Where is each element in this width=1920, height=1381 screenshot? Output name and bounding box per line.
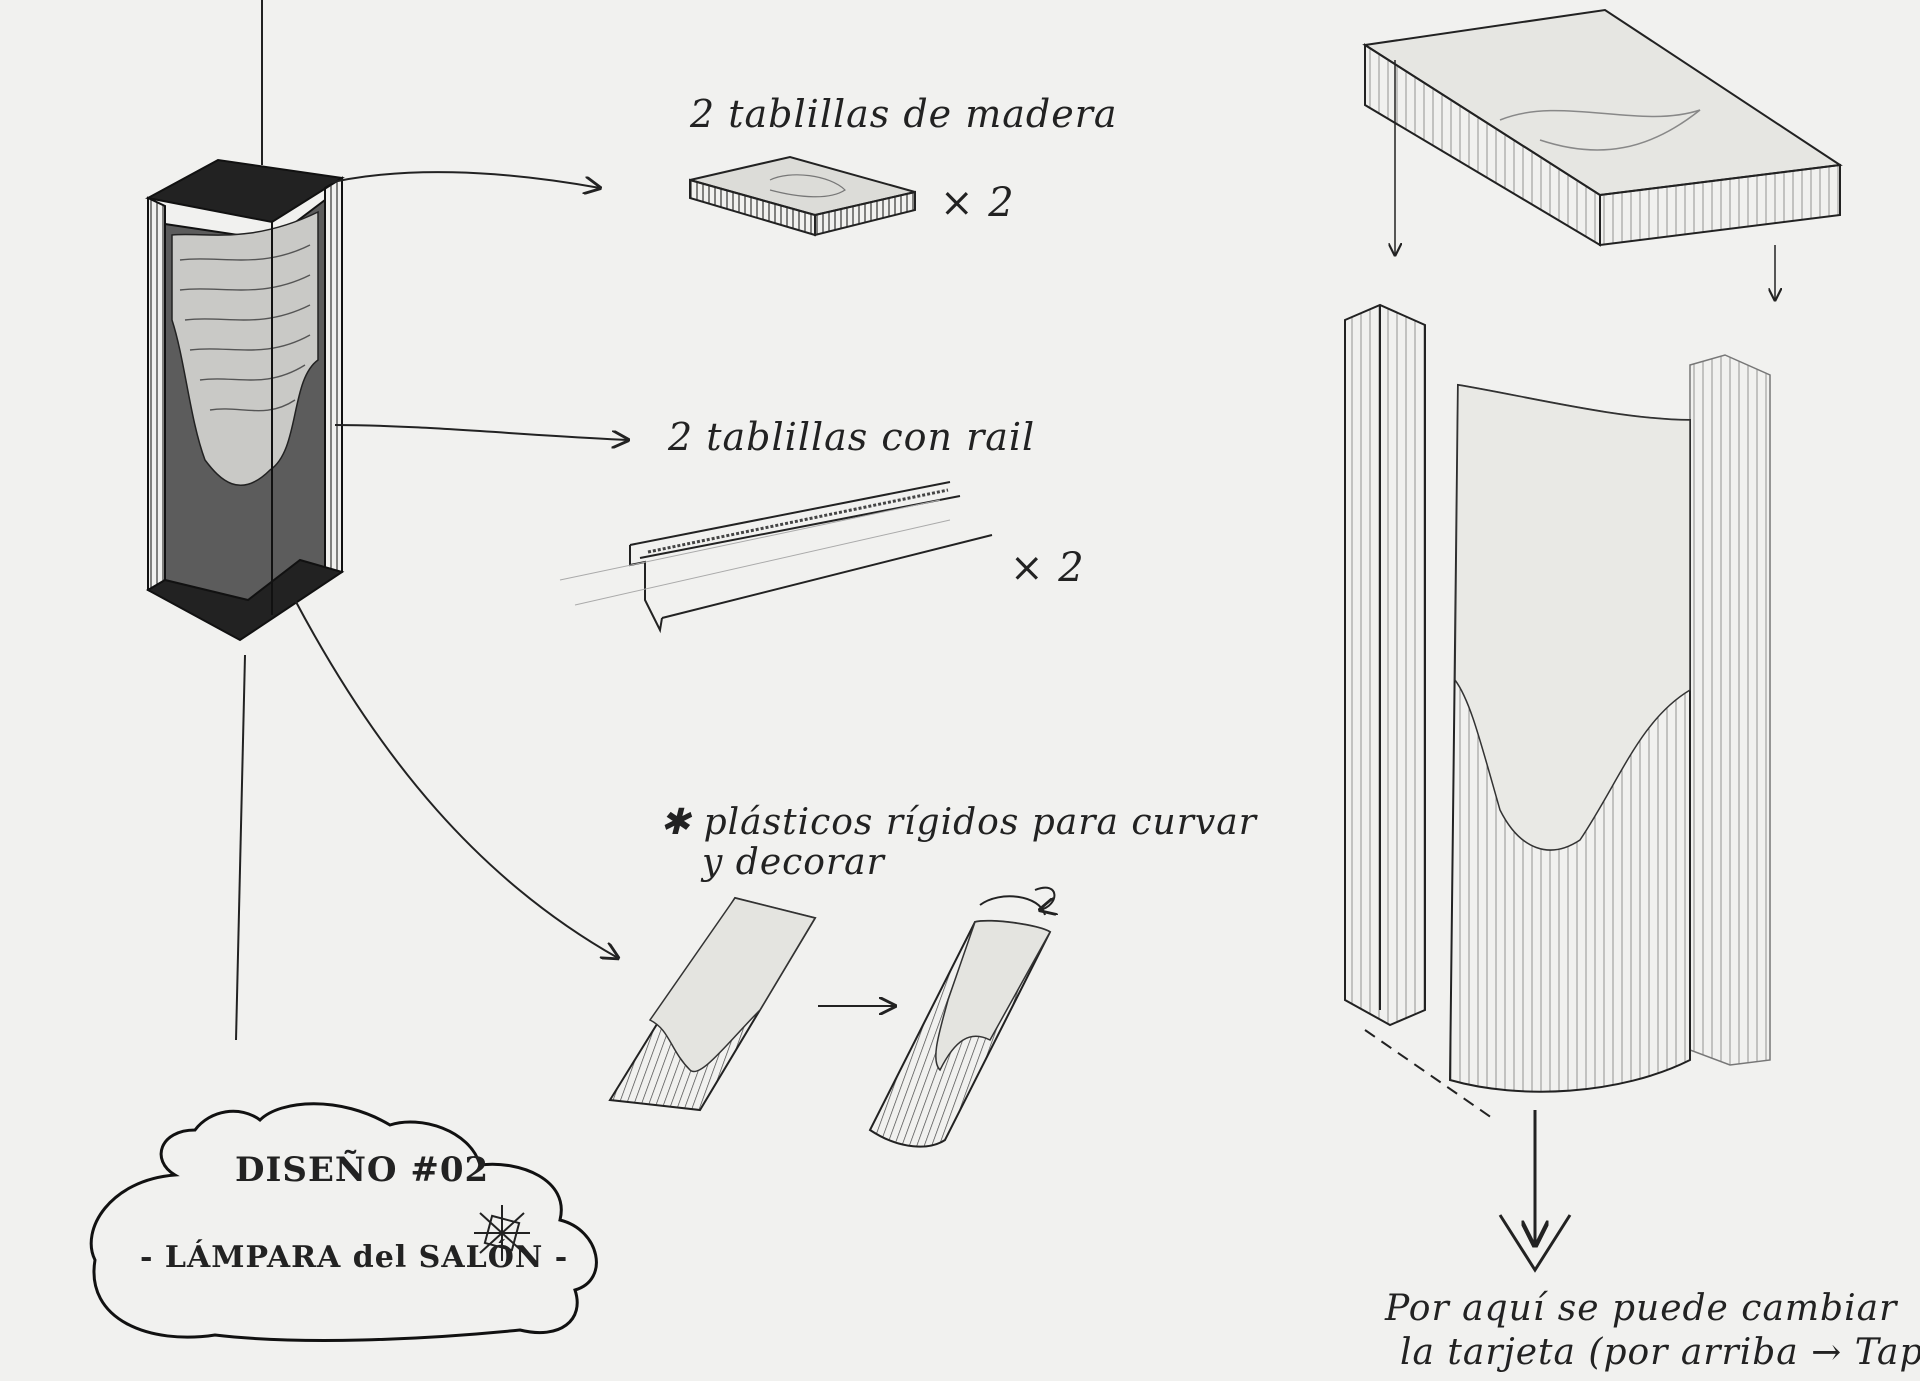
arrow-to-rails [334, 424, 628, 440]
label-plastic-line2: y decorar [702, 842, 885, 883]
lamp-right-post [324, 176, 343, 582]
arrow-to-plastic [294, 599, 618, 958]
lamp-shade-pattern [171, 210, 319, 486]
lamp-drawing [145, 158, 345, 642]
right-rail-post [1689, 354, 1771, 1066]
design-subtitle: - LÁMPARA del SALÓN - [140, 1240, 569, 1275]
label-slats-quantity: × 2 [940, 180, 1015, 226]
exploded-assembly [1344, 8, 1843, 1273]
plastic-sheet-flat [608, 896, 817, 1112]
note-line1: Por aquí se puede cambiar [1385, 1288, 1898, 1329]
wood-slat-drawing [689, 155, 916, 237]
label-plastic-line1: ✱ plásticos rígidos para curvar [660, 802, 1257, 843]
label-wood-slats: 2 tablillas de madera [690, 92, 1118, 136]
label-rail-slats: 2 tablillas con rail [668, 415, 1036, 459]
plastic-sheet-curved [868, 886, 1054, 1148]
lamp-bottom-cap [145, 558, 345, 642]
label-rail-quantity: × 2 [1010, 545, 1085, 591]
lamp-left-post [147, 196, 166, 600]
rotate-arrow-icon [1034, 886, 1054, 910]
left-rail-post [1344, 303, 1426, 1027]
design-title: DISEÑO #02 [235, 1150, 490, 1190]
power-cable [235, 654, 246, 1041]
rail-slat-drawing [559, 481, 993, 634]
dashed-guide [1364, 1029, 1496, 1121]
arrow-to-slats [319, 171, 600, 188]
title-cloud [89, 1102, 598, 1342]
note-line2: la tarjeta (por arriba → Tapa su [1400, 1332, 1920, 1373]
sun-icon [474, 1205, 530, 1261]
